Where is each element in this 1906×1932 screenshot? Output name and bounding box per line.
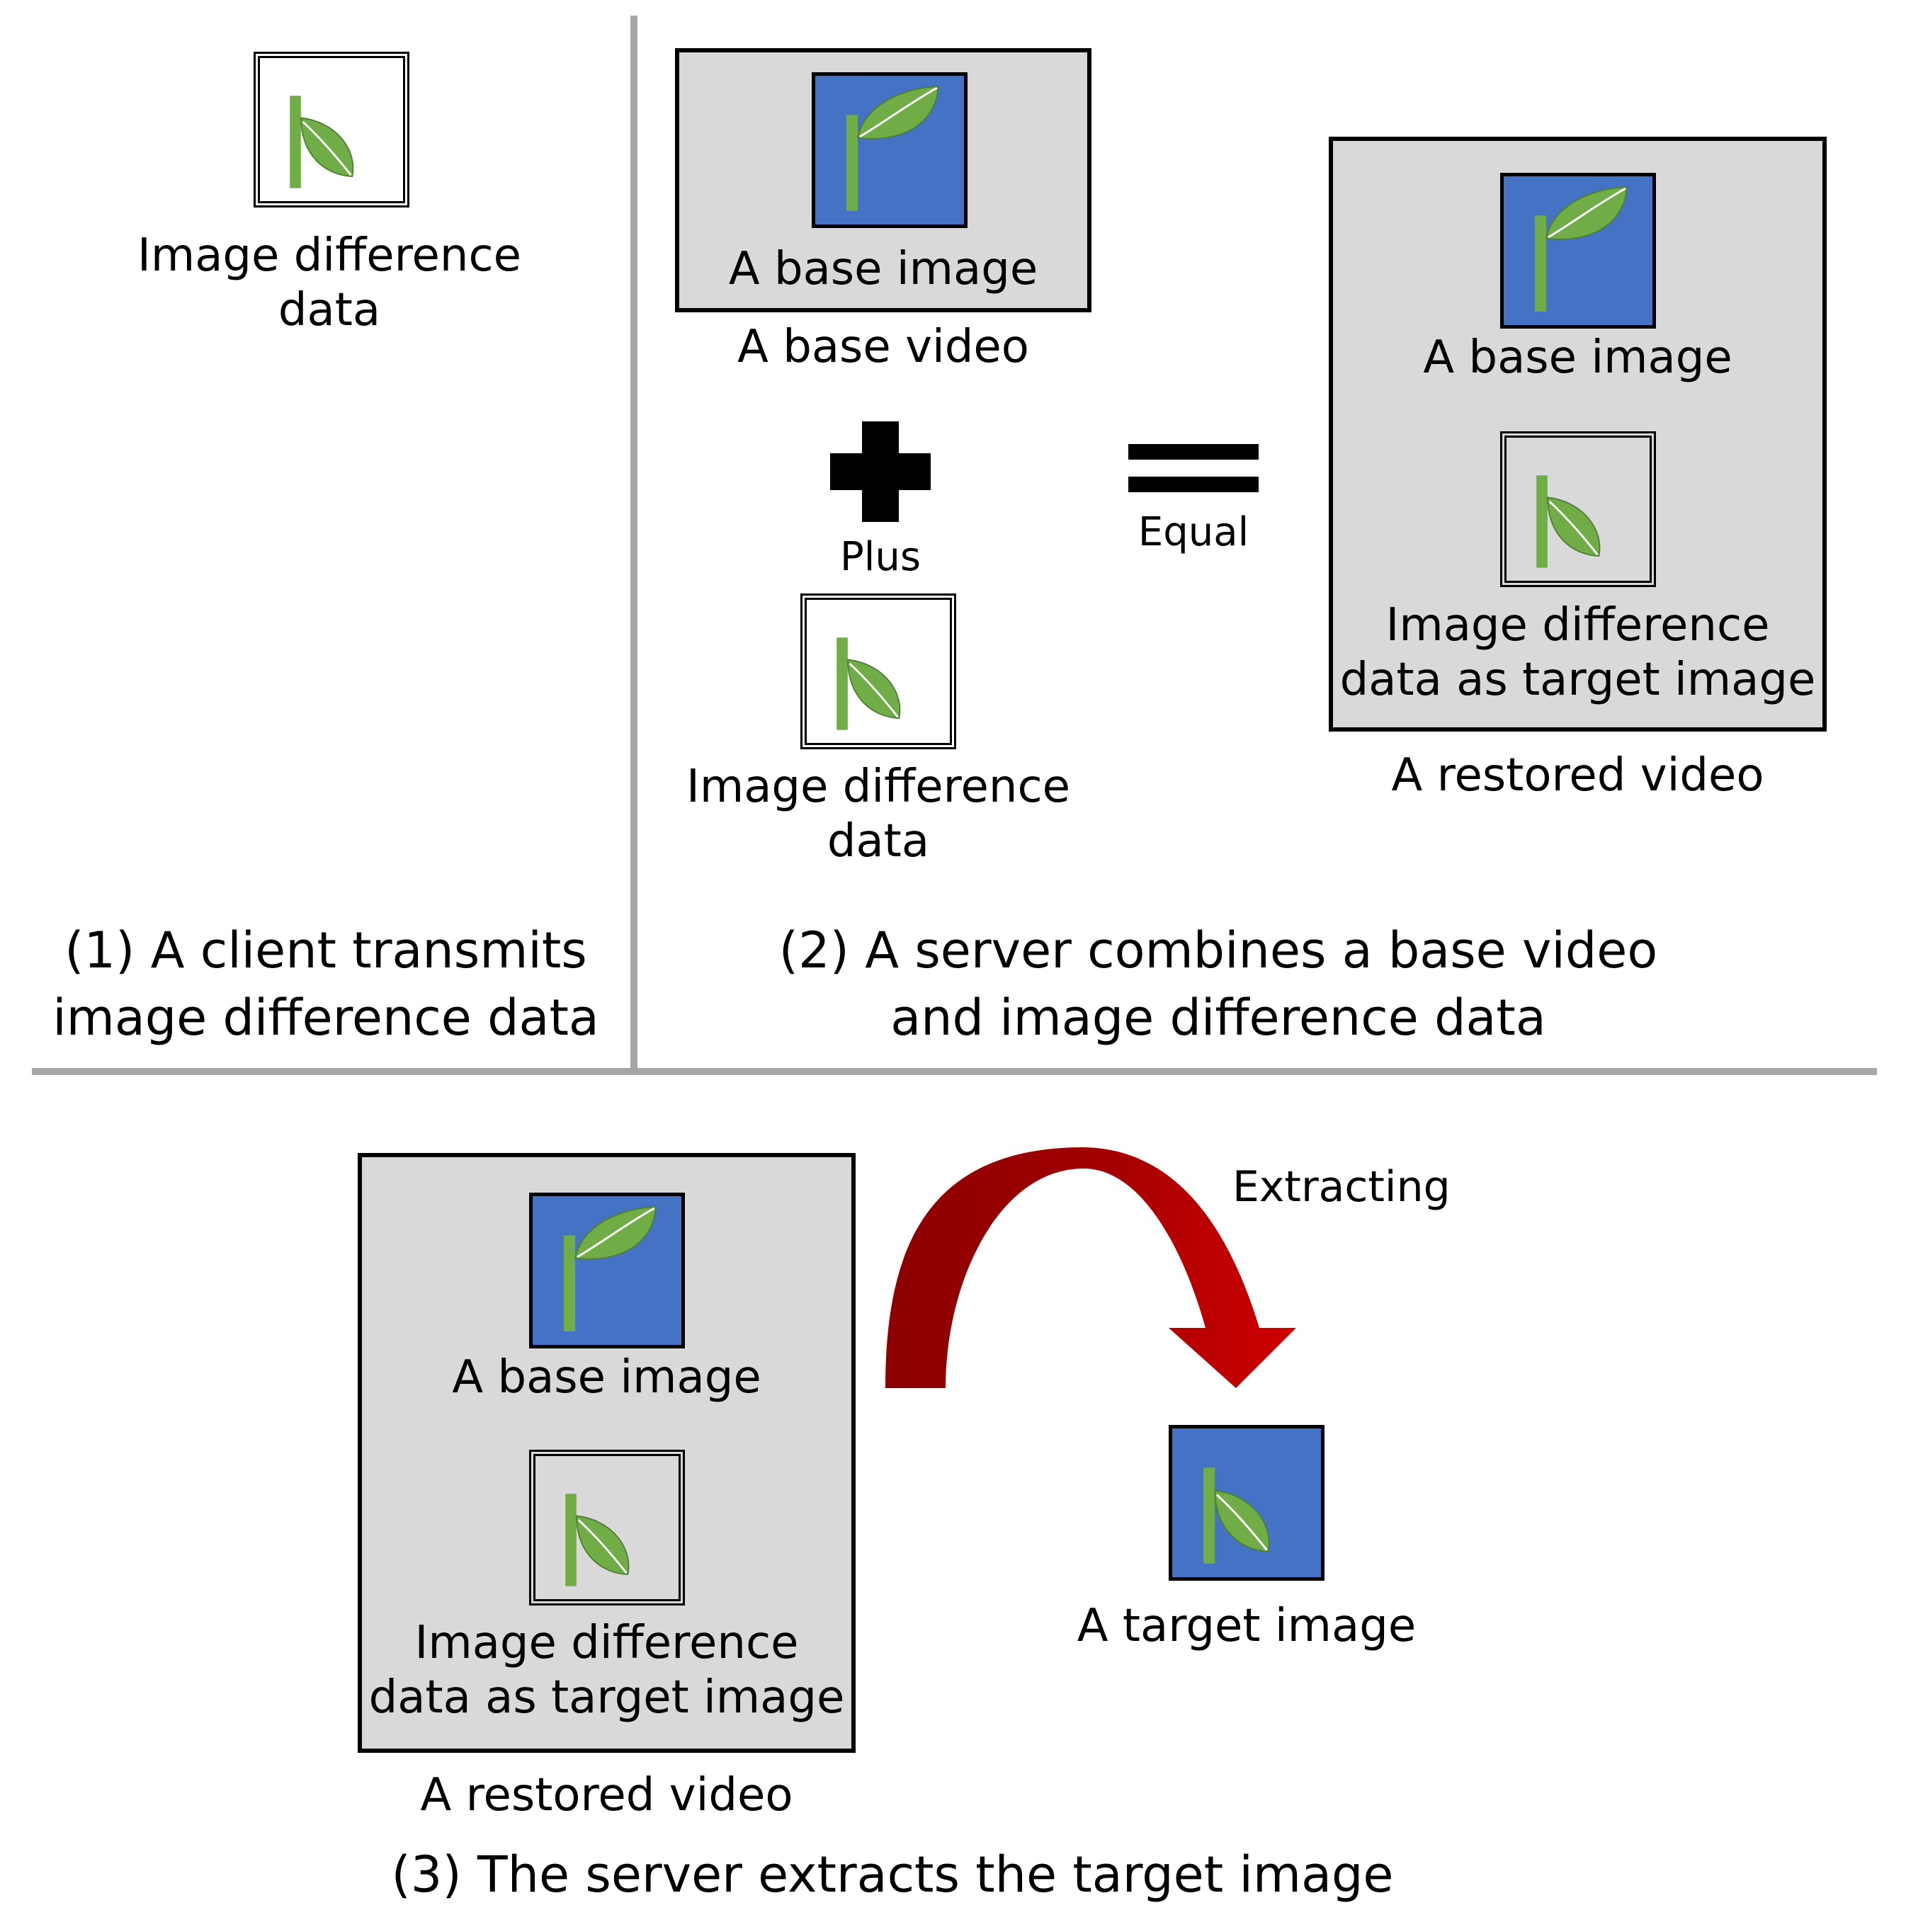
label-line: Image difference — [1385, 599, 1770, 652]
plant-icon — [260, 58, 403, 201]
caption-line: image difference data — [52, 988, 599, 1047]
caption-line: (2) A server combines a base video — [778, 921, 1658, 979]
curved-arrow-icon — [885, 1147, 1296, 1388]
equal-icon — [1128, 444, 1259, 492]
image-difference-thumbnail — [529, 1450, 685, 1606]
panel1-caption: (1) A client transmits image difference … — [28, 917, 623, 1051]
label-line: Image difference — [686, 761, 1071, 813]
base-video-box: A base image — [675, 48, 1091, 312]
plant-icon — [1507, 438, 1650, 581]
image-difference-label: Image difference data — [117, 229, 542, 338]
base-image-label: A base image — [452, 1351, 761, 1404]
image-difference-thumbnail — [254, 52, 409, 208]
plant-icon — [1172, 1428, 1321, 1577]
horizontal-divider — [32, 1068, 1877, 1075]
base-image-label: A base image — [1423, 331, 1732, 384]
plant-icon — [535, 1456, 679, 1599]
target-image-label: A target image — [1077, 1600, 1417, 1652]
label-line: data as target image — [1339, 653, 1816, 706]
panel2-caption: (2) A server combines a base video and i… — [708, 917, 1728, 1051]
caption-line: (1) A client transmits — [64, 921, 587, 979]
image-difference-label: Image difference data as target image — [1333, 598, 1822, 708]
equal-label: Equal — [1138, 509, 1249, 555]
base-image-thumbnail — [812, 72, 968, 228]
label-line: data — [278, 283, 381, 336]
label-line: data — [827, 814, 930, 868]
restored-video-label: A restored video — [1391, 749, 1764, 802]
image-difference-label: Image difference data as target image — [362, 1616, 851, 1725]
panel3-caption: (3) The server extracts the target image — [391, 1846, 1394, 1904]
plant-icon — [815, 76, 964, 225]
base-image-thumbnail — [529, 1193, 685, 1348]
image-difference-thumbnail — [1500, 431, 1656, 587]
base-image-thumbnail — [1500, 173, 1656, 329]
image-difference-label: Image difference data — [666, 760, 1091, 869]
vertical-divider — [630, 16, 637, 1074]
base-video-label: A base video — [737, 321, 1029, 373]
plant-icon — [1504, 176, 1652, 325]
extracting-label: Extracting — [1232, 1162, 1451, 1212]
label-line: data as target image — [368, 1671, 845, 1724]
label-line: Image difference — [414, 1617, 799, 1669]
target-image-thumbnail — [1169, 1425, 1324, 1581]
image-difference-thumbnail — [800, 593, 956, 749]
plus-icon — [830, 421, 931, 522]
restored-video-box: A base image Image difference data as ta… — [1329, 137, 1827, 732]
restored-video-label: A restored video — [420, 1769, 793, 1822]
base-image-label: A base image — [728, 243, 1038, 295]
plus-label: Plus — [840, 534, 921, 580]
plant-icon — [807, 600, 950, 743]
caption-line: and image difference data — [890, 988, 1546, 1047]
label-line: Image difference — [137, 229, 522, 282]
restored-video-box: A base image Image difference data as ta… — [358, 1153, 856, 1753]
plant-icon — [533, 1196, 681, 1345]
